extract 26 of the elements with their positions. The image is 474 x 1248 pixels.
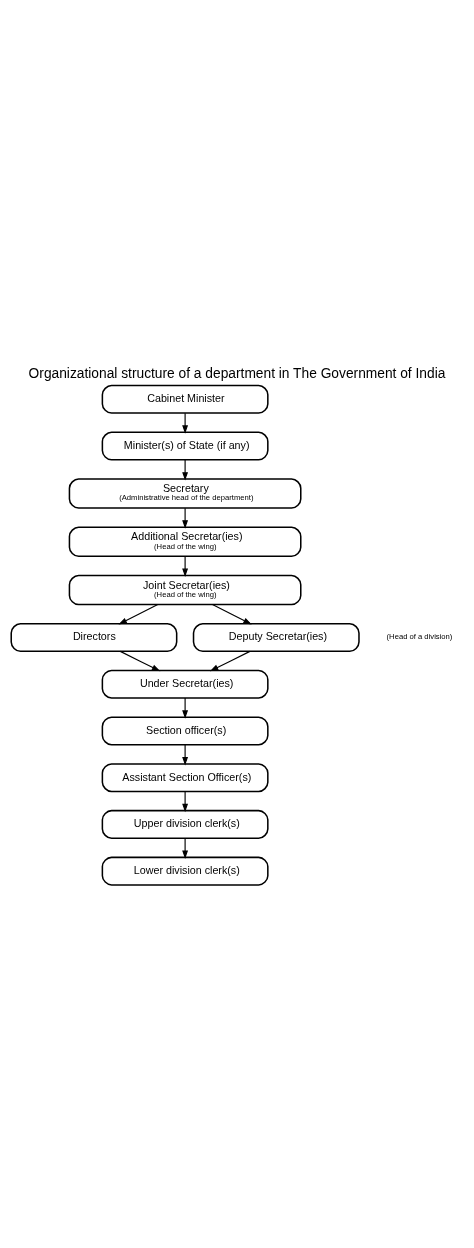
node-box: Directors	[10, 622, 178, 652]
node-box: Minister(s) of State (if any)	[101, 430, 269, 461]
arrow	[182, 743, 189, 765]
node-box: Additional Secretar(ies) (Head of the wing)	[68, 525, 302, 557]
arrow	[182, 837, 189, 859]
arrow	[119, 650, 161, 671]
node-box: Upper division clerk(s)	[101, 809, 269, 839]
node-box: Assistant Section Officer(s)	[101, 762, 269, 792]
arrow	[182, 458, 189, 481]
arrow	[211, 603, 252, 624]
arrow	[182, 790, 189, 812]
node-box: Lower division clerk(s)	[101, 856, 269, 886]
arrow	[182, 697, 189, 719]
arrow	[209, 650, 251, 671]
node-box: Joint Secretar(ies) (Head of the wing)	[68, 574, 302, 605]
arrow	[182, 555, 189, 577]
node-box: Under Secretar(ies)	[101, 669, 269, 699]
node-box: Section officer(s)	[101, 715, 269, 746]
node-box: Deputy Secretar(ies)	[192, 622, 360, 652]
label: (Head of a division)	[386, 631, 453, 641]
node-box: Cabinet Minister	[101, 384, 269, 414]
node-box: Secretary (Administrative head of the department)	[68, 477, 302, 509]
arrow	[118, 603, 159, 624]
arrow	[182, 412, 189, 434]
arrow	[182, 507, 189, 529]
diagram-title: Organizational structure of a department in The Government of India	[28, 365, 446, 381]
